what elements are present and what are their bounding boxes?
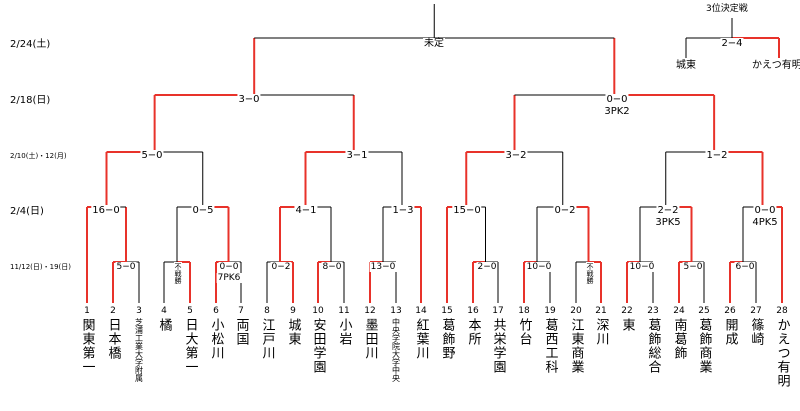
team-number: 28: [776, 306, 788, 316]
team-name: 本所: [465, 318, 481, 346]
qf1-score: 5−0: [140, 150, 164, 161]
team-number: 2: [110, 306, 116, 316]
team-name: かえつ有明: [774, 318, 790, 388]
date-final: 2/24(土): [10, 39, 51, 50]
team-name: 江東商業: [568, 318, 584, 374]
third-place-score: 2−4: [720, 38, 744, 49]
team-number: 18: [518, 306, 530, 316]
team-name: 篠崎: [748, 318, 764, 346]
team-name: 葛飾野: [439, 318, 455, 360]
team-number: 8: [264, 306, 270, 316]
team-number: 12: [364, 306, 376, 316]
team-name: 東: [619, 318, 635, 332]
team-name: 共栄学園: [490, 318, 506, 374]
team-number: 21: [595, 306, 607, 316]
qf3-score: 3−2: [504, 150, 528, 161]
team-number: 26: [724, 306, 736, 316]
sf-right-score: 0−0: [605, 94, 629, 105]
r1-b-walkover: 不戦勝: [174, 262, 182, 285]
r16-8-pk: 4PK5: [751, 217, 779, 228]
r16-5-score: 15−0: [452, 205, 482, 216]
r1-j-score: 10−0: [628, 262, 656, 272]
team-number: 23: [647, 306, 659, 316]
team-number: 4: [161, 306, 167, 316]
team-number: 25: [698, 306, 710, 316]
third-place-team-left: 城東: [676, 60, 696, 71]
r16-8-score: 0−0: [753, 205, 777, 216]
team-name: 開成: [722, 318, 738, 346]
team-name: 日本橋: [105, 318, 121, 360]
r16-7-score: 2−2: [656, 205, 680, 216]
r1-c-pk: 7PK6: [216, 273, 242, 283]
team-number: 17: [492, 306, 504, 316]
r16-3-score: 4−1: [294, 205, 318, 216]
team-name: 安田学園: [310, 318, 326, 374]
r1-g-score: 2−0: [476, 262, 498, 272]
team-number: 27: [750, 306, 762, 316]
r1-l-score: 6−0: [734, 262, 756, 272]
team-name: 葛飾商業: [696, 318, 712, 374]
team-name: 南葛飾: [671, 318, 687, 360]
team-name: 紅葉川: [413, 318, 429, 360]
r1-c-score: 0−0: [218, 262, 240, 272]
date-semifinal: 2/18(日): [10, 95, 51, 106]
r1-i-walkover: 不戦勝: [586, 262, 594, 285]
team-name: 中央学院大学中央: [391, 318, 401, 382]
team-name: 深川: [593, 318, 609, 346]
team-number: 6: [213, 306, 219, 316]
final-label: 未定: [423, 38, 445, 49]
team-name: 城東: [285, 318, 301, 346]
r1-k-score: 5−0: [682, 262, 704, 272]
team-number: 9: [290, 306, 296, 316]
team-number: 10: [312, 306, 324, 316]
r1-a-score: 5−0: [115, 262, 137, 272]
date-round-of-16: 2/4(日): [10, 206, 44, 217]
team-name: 葛飾総合: [645, 318, 661, 374]
r16-6-score: 0−2: [553, 205, 577, 216]
team-name: 江戸川: [259, 318, 275, 360]
r16-4-score: 1−3: [391, 205, 415, 216]
team-number: 14: [415, 306, 427, 316]
r1-e-score: 8−0: [321, 262, 343, 272]
date-first-round: 11/12(日)・19(日): [10, 263, 72, 271]
r1-h-score: 10−0: [525, 262, 553, 272]
team-name: 関東第一: [79, 318, 95, 374]
team-number: 16: [467, 306, 479, 316]
team-name: 両国: [233, 318, 249, 346]
r1-f-score: 13−0: [369, 262, 397, 272]
r16-2-score: 0−5: [191, 205, 215, 216]
qf4-score: 1−2: [705, 150, 729, 161]
qf2-score: 3−1: [345, 150, 369, 161]
team-number: 5: [187, 306, 193, 316]
team-number: 20: [570, 306, 582, 316]
date-quarterfinal: 2/10(土)・12(月): [10, 152, 67, 160]
sf-left-score: 3−0: [237, 94, 261, 105]
team-number: 15: [441, 306, 453, 316]
team-name: 葛西工科: [542, 318, 558, 374]
team-number: 13: [390, 306, 402, 316]
team-number: 7: [238, 306, 244, 316]
third-place-title: 3位決定戦: [706, 4, 748, 14]
team-number: 22: [621, 306, 633, 316]
team-name: 小松川: [208, 318, 224, 360]
team-number: 3: [136, 306, 142, 316]
team-name: 芝浦工業大学附属: [134, 318, 144, 382]
team-number: 24: [673, 306, 685, 316]
team-number: 11: [338, 306, 350, 316]
r1-d-score: 0−2: [270, 262, 292, 272]
team-name: 墨田川: [362, 318, 378, 360]
team-name: 橘: [156, 318, 172, 332]
team-name: 日大第一: [182, 318, 198, 374]
sf-right-pk: 3PK2: [603, 106, 631, 117]
team-number: 1: [84, 306, 90, 316]
team-number: 19: [544, 306, 556, 316]
team-name: 小岩: [336, 318, 352, 346]
r16-1-score: 16−0: [91, 205, 121, 216]
r16-7-pk: 3PK5: [654, 217, 682, 228]
team-name: 竹台: [516, 318, 532, 346]
third-place-team-right: かえつ有明: [752, 60, 800, 71]
